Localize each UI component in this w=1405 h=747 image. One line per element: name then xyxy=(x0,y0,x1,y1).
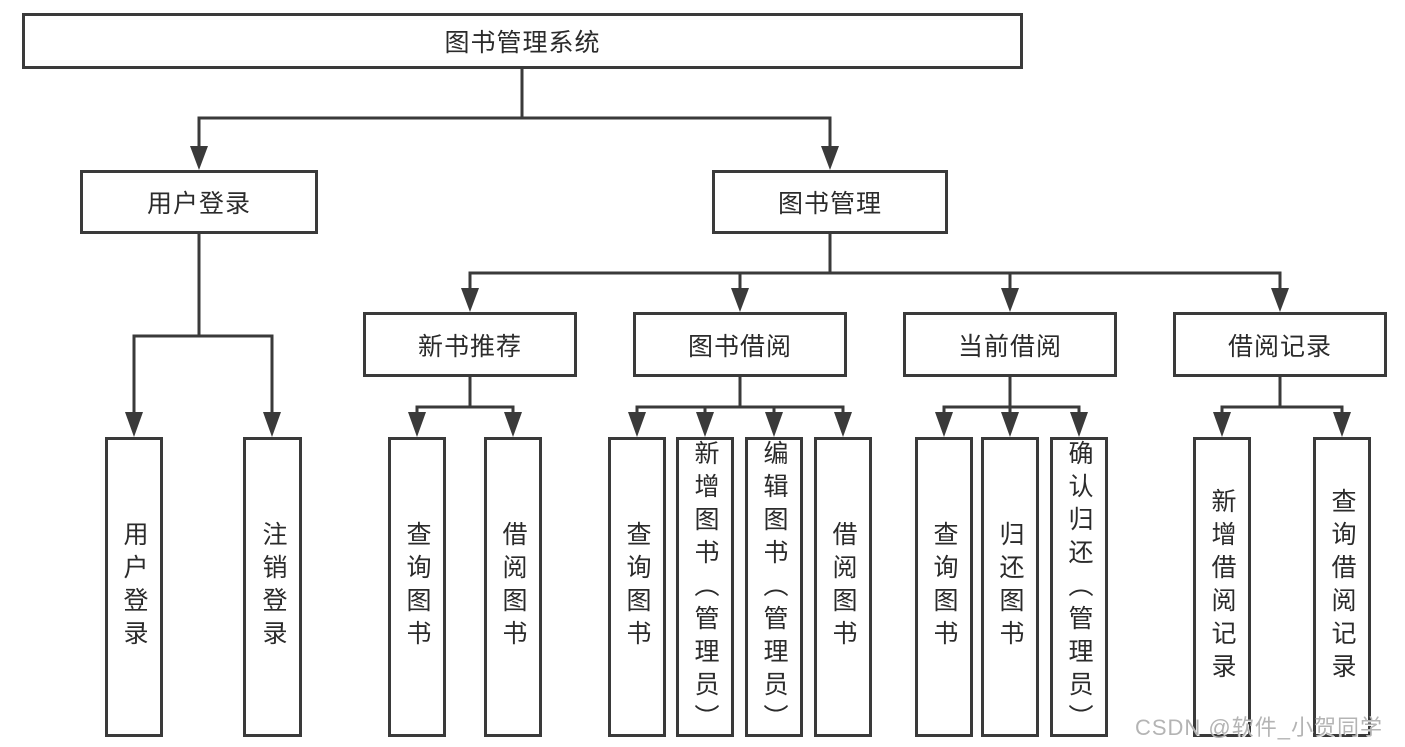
node-leaf-return-books: 归还图书 xyxy=(981,437,1039,737)
node-leaf-query-books-nb-label: 查询图书 xyxy=(403,521,431,653)
arrowhead xyxy=(821,146,839,170)
node-book-management: 图书管理 xyxy=(712,170,948,234)
node-leaf-query-books-bb-label: 查询图书 xyxy=(623,521,651,653)
node-leaf-query-books-cb-label: 查询图书 xyxy=(930,521,958,653)
node-book-borrowing: 图书借阅 xyxy=(633,312,847,377)
arrowhead xyxy=(504,412,522,437)
arrowhead xyxy=(1213,412,1231,437)
node-library-management-system-label: 图书管理系统 xyxy=(444,29,601,57)
node-new-book-recommendation-label: 新书推荐 xyxy=(417,332,522,361)
node-leaf-borrow-books-nb-label: 借阅图书 xyxy=(499,521,527,653)
node-leaf-query-books-bb: 查询图书 xyxy=(608,437,666,737)
node-leaf-confirm-return-admin-label: 确认归还（管理员） xyxy=(1065,440,1093,737)
node-leaf-borrow-books-bb-label: 借阅图书 xyxy=(829,521,857,653)
node-leaf-user-login-label: 用户登录 xyxy=(120,521,148,653)
node-borrowing-records-label: 借阅记录 xyxy=(1227,332,1332,361)
node-book-borrowing-label: 图书借阅 xyxy=(687,332,792,361)
node-user-login-group: 用户登录 xyxy=(80,170,318,234)
node-leaf-query-books-nb: 查询图书 xyxy=(388,437,446,737)
node-leaf-confirm-return-admin: 确认归还（管理员） xyxy=(1050,437,1108,737)
arrowhead xyxy=(731,288,749,312)
arrowhead xyxy=(461,288,479,312)
arrowhead xyxy=(1001,412,1019,437)
node-leaf-add-books-admin: 新增图书（管理员） xyxy=(676,437,734,737)
node-leaf-add-books-admin-label: 新增图书（管理员） xyxy=(691,440,719,737)
node-leaf-query-books-cb: 查询图书 xyxy=(915,437,973,737)
arrowhead xyxy=(263,412,281,437)
arrowhead xyxy=(125,412,143,437)
node-library-management-system: 图书管理系统 xyxy=(22,13,1023,69)
arrowhead xyxy=(696,412,714,437)
node-leaf-edit-books-admin-label: 编辑图书（管理员） xyxy=(760,440,788,737)
node-new-book-recommendation: 新书推荐 xyxy=(363,312,577,377)
arrowhead xyxy=(1333,412,1351,437)
arrowhead xyxy=(1001,288,1019,312)
node-leaf-query-borrow-record: 查询借阅记录 xyxy=(1313,437,1371,737)
node-leaf-add-borrow-record: 新增借阅记录 xyxy=(1193,437,1251,737)
arrowhead xyxy=(765,412,783,437)
arrowhead xyxy=(190,146,208,170)
node-user-login-group-label: 用户登录 xyxy=(146,190,251,218)
node-leaf-borrow-books-nb: 借阅图书 xyxy=(484,437,542,737)
arrowhead xyxy=(1070,412,1088,437)
node-leaf-query-borrow-record-label: 查询借阅记录 xyxy=(1328,488,1356,686)
node-book-management-label: 图书管理 xyxy=(777,190,882,218)
node-current-borrowing-label: 当前借阅 xyxy=(957,332,1062,361)
arrowhead xyxy=(408,412,426,437)
arrowhead xyxy=(935,412,953,437)
node-leaf-edit-books-admin: 编辑图书（管理员） xyxy=(745,437,803,737)
node-leaf-return-books-label: 归还图书 xyxy=(996,521,1024,653)
node-leaf-logout: 注销登录 xyxy=(243,437,302,737)
node-borrowing-records: 借阅记录 xyxy=(1173,312,1387,377)
node-leaf-logout-label: 注销登录 xyxy=(259,521,287,653)
arrowhead xyxy=(1271,288,1289,312)
node-leaf-borrow-books-bb: 借阅图书 xyxy=(814,437,872,737)
node-current-borrowing: 当前借阅 xyxy=(903,312,1117,377)
arrowhead xyxy=(628,412,646,437)
node-leaf-user-login: 用户登录 xyxy=(105,437,163,737)
node-leaf-add-borrow-record-label: 新增借阅记录 xyxy=(1208,488,1236,686)
arrowhead xyxy=(834,412,852,437)
csdn-watermark: CSDN @软件_小贺同学 xyxy=(1134,715,1383,740)
